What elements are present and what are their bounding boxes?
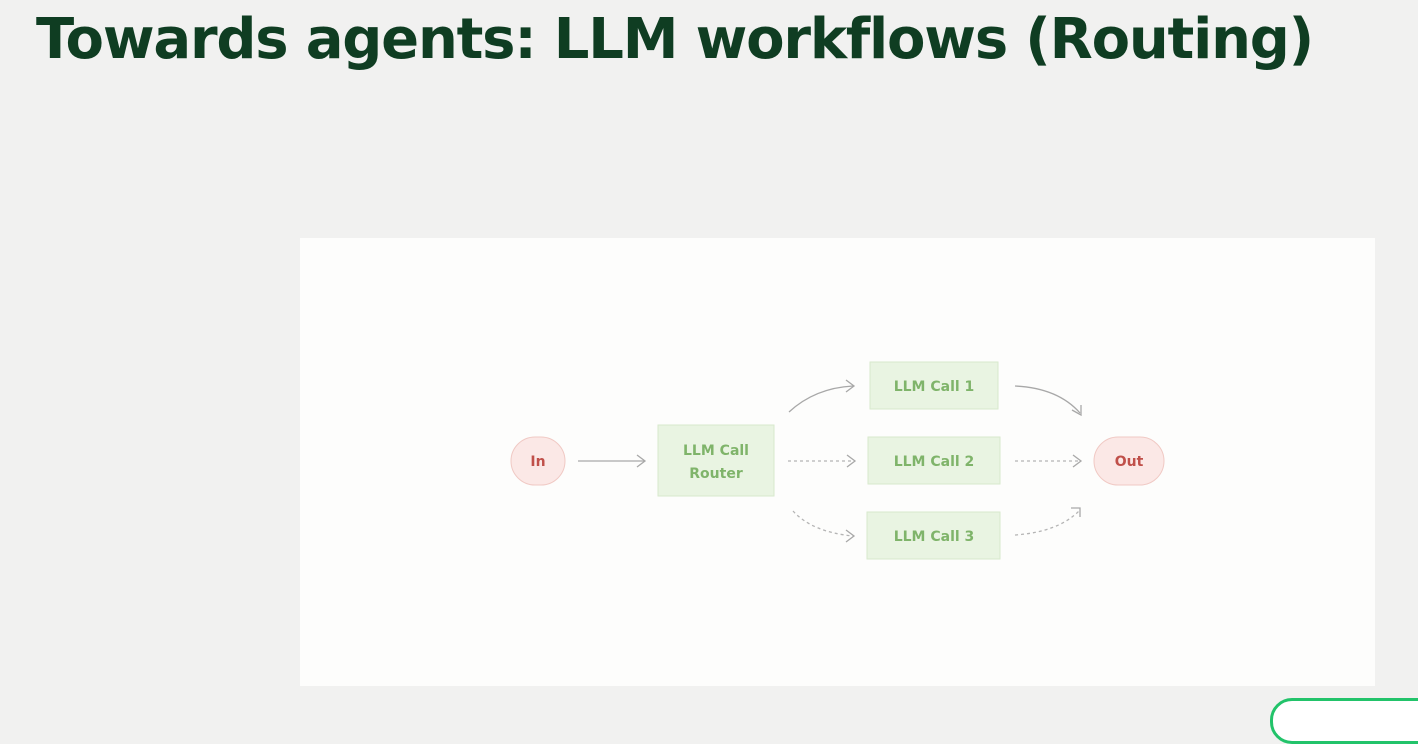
node-call-3: LLM Call 3 (866, 511, 1001, 560)
diagram-edges (578, 379, 1083, 543)
diagram-panel (300, 238, 1375, 686)
edge-router-to-call-1 (788, 385, 854, 413)
corner-overlay-button[interactable] (1270, 698, 1418, 744)
arrowhead-in-to-router (636, 454, 647, 468)
node-call-1: LLM Call 1 (869, 361, 999, 410)
arrowhead-router-to-call-2 (846, 454, 857, 468)
arrowhead-call-1-to-out (1071, 405, 1082, 417)
node-call-1-label: LLM Call 1 (894, 379, 975, 395)
node-call-2-label: LLM Call 2 (894, 454, 975, 470)
node-call-3-label: LLM Call 3 (894, 529, 975, 545)
slide-title: Towards agents: LLM workflows (Routing) (36, 7, 1314, 72)
node-in-label: In (530, 454, 545, 470)
node-in: In (510, 436, 566, 486)
arrowhead-call-3-to-out (1071, 507, 1081, 517)
node-call-2: LLM Call 2 (867, 436, 1001, 485)
edge-call-1-to-out (1014, 385, 1081, 414)
node-router-label-line2: Router (689, 466, 743, 482)
routing-diagram: In LLM Call Router LLM Call 1 LLM Call 2… (510, 361, 1165, 560)
arrowhead-router-to-call-3 (845, 529, 856, 543)
edge-router-to-call-3 (792, 510, 854, 537)
arrowhead-router-to-call-1 (845, 379, 856, 393)
node-router: LLM Call Router (657, 424, 775, 497)
arrowhead-call-2-to-out (1072, 454, 1083, 468)
node-out: Out (1093, 436, 1165, 486)
node-out-label: Out (1115, 454, 1144, 470)
edge-call-3-to-out (1014, 510, 1080, 536)
node-router-label-line1: LLM Call (683, 443, 749, 459)
